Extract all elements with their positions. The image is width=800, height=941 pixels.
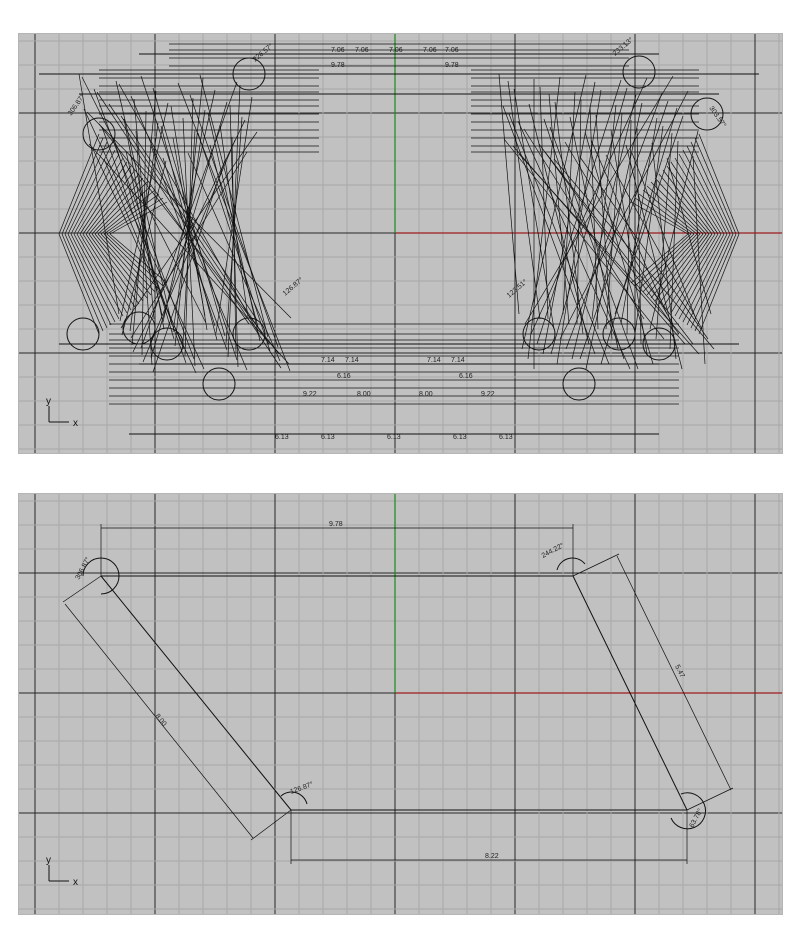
dim-top-5: 7.06 [445,47,459,54]
dim-top-4: 7.06 [423,47,437,54]
dim-second-2: 9.78 [445,62,459,69]
dim-small-5: 6.16 [337,373,351,380]
dim-bottom-4: 6.13 [453,434,467,441]
top-viewport-canvas[interactable]: 7.06 7.06 7.06 7.06 7.06 9.78 9.78 7.14 … [19,34,782,453]
left-link [100,575,292,811]
dim-left-line [64,603,254,839]
right-diagonal-label: 5.47 [673,664,685,679]
dim-small-4: 8.00 [419,391,433,398]
dim-small-1: 9.22 [303,391,317,398]
triad-x-label: x [73,877,78,888]
dim-small-3: 8.00 [357,391,371,398]
triad-x-label: x [73,418,78,429]
dim-mid-1: 7.14 [321,357,335,364]
angle-arc-top-left [82,557,120,595]
triad-y-label: y [46,855,51,866]
angle-top-right-label: 244.22° [540,541,565,560]
angle-bottom-right-label: 63.78° [688,807,705,829]
axis-triad-icon: y x [46,855,78,888]
dim-second-1: 9.78 [331,62,345,69]
angle-bottom-left-label: 126.87° [289,780,315,796]
bottom-viewport[interactable]: 9.78 8.22 8.00 5.47 306.87° 244.22° 126.… [18,493,783,915]
angle-5: 126.87° [281,276,305,298]
dim-bottom-3: 6.13 [387,434,401,441]
bottom-dimension-label: 8.22 [485,853,499,860]
axis-triad-icon: y x [46,396,78,429]
angle-arc-bottom-right [670,792,706,830]
dim-top-2: 7.06 [355,47,369,54]
dim-top-1: 7.06 [331,47,345,54]
dim-mid-4: 7.14 [451,357,465,364]
left-diagonal-label: 8.00 [153,713,167,728]
dim-bottom-1: 6.13 [275,434,289,441]
dim-bottom-2: 6.13 [321,434,335,441]
dim-mid-3: 7.14 [427,357,441,364]
top-viewport[interactable]: 7.06 7.06 7.06 7.06 7.06 9.78 9.78 7.14 … [18,33,783,454]
angle-arc-bottom-left [280,791,308,805]
bottom-grid [19,494,782,914]
overlapping-linkage-drawing [39,43,759,435]
right-link [572,575,688,811]
dim-top-3: 7.06 [389,47,403,54]
bottom-viewport-canvas[interactable]: 9.78 8.22 8.00 5.47 306.87° 244.22° 126.… [19,494,782,914]
triad-y-label: y [46,396,51,407]
top-dimension-label: 9.78 [329,521,343,528]
angle-arc-top-right [556,557,586,571]
angle-4: 226.57° [251,42,275,64]
dim-small-2: 9.22 [481,391,495,398]
dim-bottom-5: 6.13 [499,434,513,441]
dim-mid-2: 7.14 [345,357,359,364]
dim-right-line [616,555,732,791]
top-grid [19,34,782,453]
dim-small-6: 6.16 [459,373,473,380]
